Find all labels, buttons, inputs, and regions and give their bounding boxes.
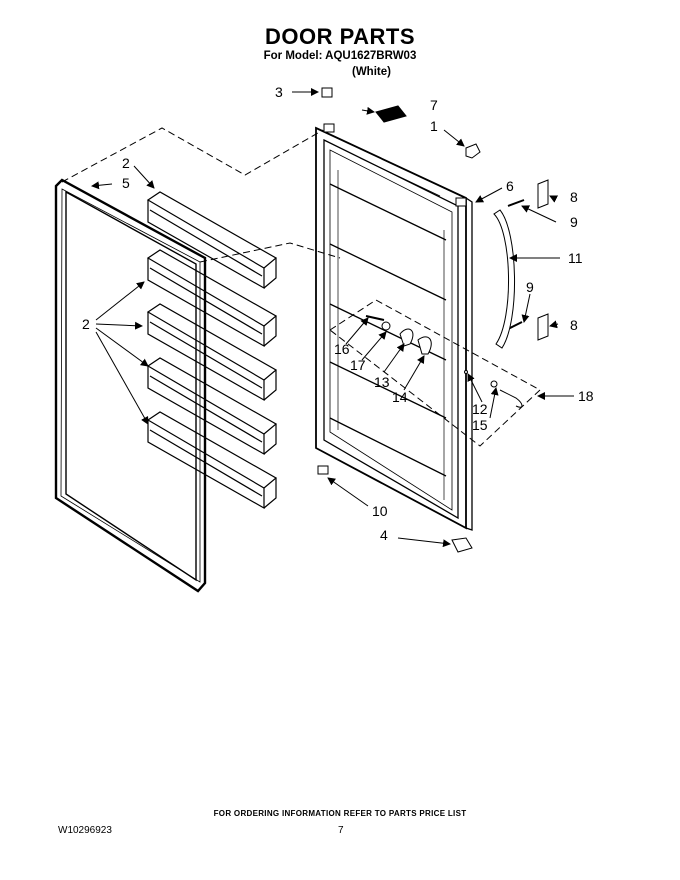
handle-screw-top (507, 199, 525, 207)
callout-5: 5 (122, 175, 130, 191)
callout-18: 18 (578, 388, 594, 404)
washer-12 (490, 380, 498, 388)
callout-6: 6 (506, 178, 514, 194)
wire-15 (499, 389, 523, 408)
callout-8-top: 8 (570, 189, 578, 205)
pin-12a (464, 370, 468, 374)
model-variant: (White) (352, 66, 391, 78)
hinge-cap-top (321, 87, 333, 98)
page-title: DOOR PARTS (264, 24, 416, 49)
exploded-parts-diagram: 1 2 2 3 4 5 6 7 8 8 9 9 10 11 12 13 14 1… (54, 84, 594, 593)
hinge-top (323, 123, 335, 133)
door-gasket (54, 178, 207, 593)
handle-end-cap-bottom (537, 313, 549, 341)
callout-14: 14 (392, 389, 408, 405)
callout-labels: 1 2 2 3 4 5 6 7 8 8 9 9 10 11 12 13 14 1… (82, 84, 594, 543)
hinge-bracket-14 (417, 336, 432, 355)
door-rail-5 (329, 417, 447, 477)
model-line: For Model: AQU1627BRW03 (263, 50, 417, 62)
ordering-note: FOR ORDERING INFORMATION REFER TO PARTS … (213, 809, 467, 818)
door-bin-1 (146, 191, 278, 290)
callout-2-lower: 2 (82, 316, 90, 332)
callout-8-bottom: 8 (570, 317, 578, 333)
callout-3: 3 (275, 84, 283, 100)
callout-17: 17 (350, 357, 366, 373)
leader-lines (91, 88, 574, 548)
door-liner (323, 138, 459, 520)
door-stop (455, 197, 467, 207)
callout-12: 12 (472, 401, 488, 417)
callout-13: 13 (374, 374, 390, 390)
callout-1: 1 (430, 118, 438, 134)
door-handle (493, 209, 516, 349)
door-top-handle-recess (359, 157, 441, 197)
door-bin-3 (146, 303, 278, 402)
hinge-bottom (317, 465, 329, 475)
leveling-foot (451, 537, 473, 553)
door-rail-1 (329, 183, 447, 241)
callout-10: 10 (372, 503, 388, 519)
door-edge (465, 197, 473, 531)
guide-line-bins (199, 242, 341, 263)
callout-7: 7 (430, 97, 438, 113)
door-bin-4 (146, 357, 278, 456)
small-parts (317, 87, 549, 553)
callout-9-bottom: 9 (526, 279, 534, 295)
door-assembly (315, 126, 473, 531)
callout-11: 11 (568, 250, 583, 266)
callout-2-upper: 2 (122, 155, 130, 171)
hinge-bracket-13 (399, 328, 414, 347)
washer-17 (381, 321, 391, 331)
callout-15: 15 (472, 417, 488, 433)
door-bin-2 (146, 249, 278, 348)
door-bins (146, 191, 278, 510)
door-rail-4 (329, 361, 447, 419)
document-number: W10296923 (58, 825, 112, 836)
callout-16: 16 (334, 341, 350, 357)
door-bin-5 (146, 411, 278, 510)
guide-line-gasket-top (61, 127, 324, 183)
assembly-guide-lines (61, 127, 541, 447)
handle-end-cap-top (537, 179, 549, 209)
screw-16 (365, 315, 385, 321)
page-number: 7 (338, 825, 344, 836)
hardware-kit (365, 315, 523, 408)
guide-line-hardware-box (329, 299, 541, 447)
callout-4: 4 (380, 527, 388, 543)
hinge-pin-cap (465, 143, 481, 159)
door-rail-2 (329, 243, 447, 301)
label-plate (375, 105, 407, 123)
callout-9-top: 9 (570, 214, 578, 230)
